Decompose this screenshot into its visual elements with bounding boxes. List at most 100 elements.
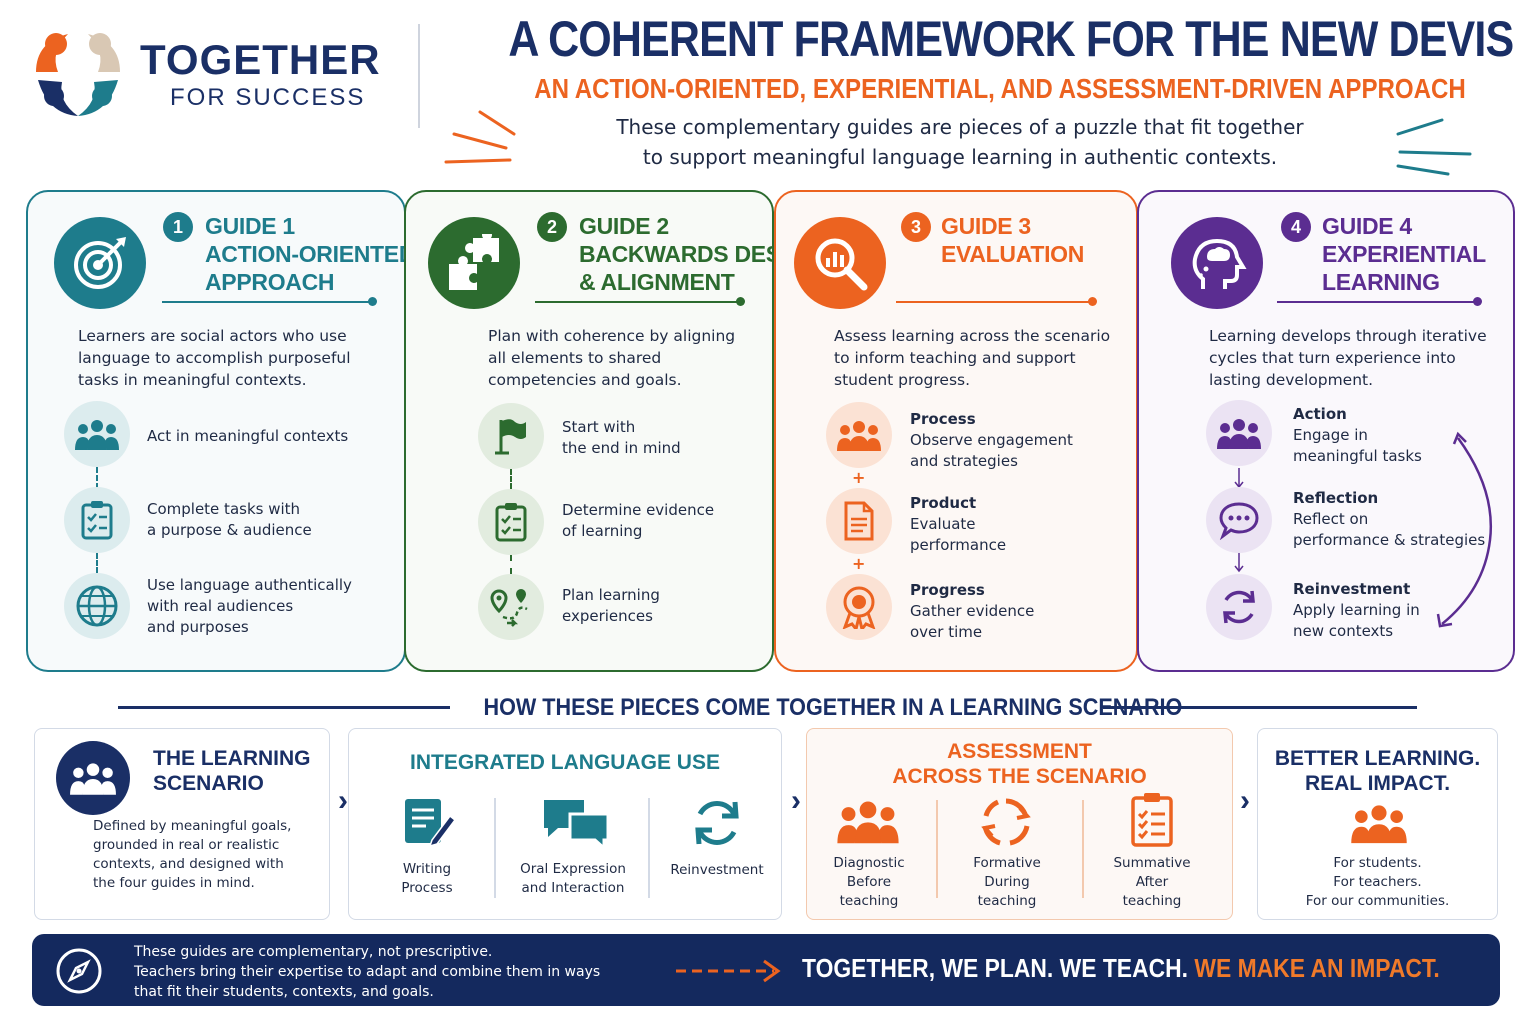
guide-item: Action Engage in meaningful tasks (1293, 404, 1422, 467)
guide-item-line: Act in meaningful contexts (147, 427, 349, 445)
guide-title-line: GUIDE 1 (205, 213, 295, 239)
flag-icon (478, 403, 544, 469)
guide-description-line: lasting development. (1209, 371, 1374, 389)
guide-item-line: Observe engagement (910, 431, 1073, 449)
intro-line: to support meaningful language learning … (642, 145, 1278, 169)
guide-item-line: Complete tasks with (147, 500, 301, 518)
people-icon (1206, 400, 1272, 466)
award-icon (826, 574, 892, 640)
guide-item-line: Apply learning in (1293, 601, 1420, 619)
box-text-line: Formative (973, 855, 1041, 871)
guide-number-badge: 1 (163, 212, 193, 242)
guide-underline-dot (1473, 297, 1482, 306)
document-icon (826, 488, 892, 554)
integrated-item: Reinvestment (664, 861, 770, 880)
guide-title: GUIDE 4 EXPERIENTIAL LEARNING (1322, 212, 1486, 296)
column-divider (1082, 800, 1084, 898)
learning-scenario-title: THE LEARNING SCENARIO (153, 746, 311, 796)
footer-banner: These guides are complementary, not pres… (32, 934, 1500, 1006)
guide-item-line: Reflect on (1293, 510, 1369, 528)
guide-item-line: meaningful tasks (1293, 447, 1422, 465)
accent-strokes-left-icon (444, 110, 516, 164)
speech-bubble-icon (1206, 487, 1272, 553)
header-divider (418, 24, 420, 128)
box-text-line: the four guides in mind. (93, 875, 255, 891)
guide-item: Use language authentically with real aud… (147, 575, 352, 638)
guide-item-heading: Process (910, 410, 976, 428)
logo-people-icon (36, 33, 120, 116)
guide-item-line: with real audiences (147, 597, 294, 615)
guide-item: Product Evaluate performance (910, 493, 1006, 556)
guide-description: Learners are social actors who use langu… (78, 325, 351, 391)
guide-item-heading: Action (1293, 405, 1347, 423)
guide-underline-dot (368, 297, 377, 306)
guide-description-line: cycles that turn experience into (1209, 349, 1456, 367)
box-text-line: During (984, 874, 1030, 890)
intro-line: These complementary guides are pieces of… (616, 115, 1304, 139)
guide-underline (162, 301, 372, 303)
plus-icon: + (852, 554, 866, 573)
box-text-line: teaching (1122, 893, 1182, 909)
guide-item-line: Evaluate (910, 515, 976, 533)
head-thought-icon (1171, 217, 1263, 309)
box-text-line: Process (401, 880, 453, 896)
assessment-item: Summative After teaching (1103, 854, 1201, 911)
logo-word-together: TOGETHER (140, 36, 381, 83)
guide-item: Reflection Reflect on performance & stra… (1293, 488, 1485, 551)
assessment-item: Diagnostic Before teaching (820, 854, 918, 911)
route-icon (478, 574, 544, 640)
guide-description-line: Assess learning across the scenario (834, 327, 1111, 345)
guide-item-line: the end in mind (562, 439, 681, 457)
box-text-line: After (1135, 874, 1169, 890)
guide-item-line: experiences (562, 607, 653, 625)
guide-description-line: Learning develops through iterative (1209, 327, 1487, 345)
guide-title-line: APPROACH (205, 269, 335, 295)
clipboard-icon (64, 487, 130, 553)
guide-title-line: ACTION-ORIENTED (205, 241, 416, 267)
assessment-item: Formative During teaching (958, 854, 1056, 911)
box-title-line: ACROSS THE SCENARIO (892, 765, 1147, 788)
refresh-icon (690, 796, 744, 854)
chevron-right-icon: › (338, 784, 348, 817)
guide-item-line: Engage in (1293, 426, 1368, 444)
guide-underline (535, 301, 740, 303)
impact-title: BETTER LEARNING. REAL IMPACT. (1257, 746, 1498, 796)
plus-icon: + (852, 468, 866, 487)
guide-item-line: Use language authentically (147, 576, 352, 594)
impact-text: For students. For teachers. For our comm… (1257, 854, 1498, 911)
guide-item: Progress Gather evidence over time (910, 580, 1034, 643)
writing-icon (402, 796, 457, 854)
guide-item-line: Start with (562, 418, 636, 436)
puzzle-icon (428, 217, 520, 309)
connector-dash (510, 555, 512, 574)
footer-text-line: Teachers bring their expertise to adapt … (134, 964, 601, 980)
box-text-line: and Interaction (521, 880, 625, 896)
guide-underline-dot (736, 297, 745, 306)
guide-title-line: LEARNING (1322, 269, 1440, 295)
guide-number-badge: 3 (901, 212, 931, 242)
guide-title: GUIDE 3 EVALUATION (941, 212, 1084, 268)
integrated-item: Writing Process (378, 860, 476, 898)
guide-item-heading: Reflection (1293, 489, 1379, 507)
guide-title-line: GUIDE 4 (1322, 213, 1412, 239)
cycle-icon (980, 796, 1032, 852)
guide-item-line: and strategies (910, 452, 1018, 470)
box-title-line: THE LEARNING (153, 747, 311, 770)
footer-slogan-main: TOGETHER, WE PLAN. WE TEACH. (802, 953, 1189, 983)
connector-dash (96, 553, 98, 573)
guide-item-heading: Progress (910, 581, 985, 599)
guide-title-line: EVALUATION (941, 241, 1085, 267)
page-title: A COHERENT FRAMEWORK FOR THE NEW DEVIS (508, 11, 1514, 67)
impact-box (1257, 728, 1498, 920)
learning-scenario-text: Defined by meaningful goals, grounded in… (93, 817, 291, 893)
chat-icon (540, 796, 612, 852)
people-icon (1350, 802, 1408, 848)
people-icon (826, 402, 892, 468)
guide-item: Start with the end in mind (562, 417, 681, 459)
guide-item-line: Plan learning (562, 586, 660, 604)
guide-title: GUIDE 1 ACTION-ORIENTED APPROACH (205, 212, 415, 296)
guide-item-line: Gather evidence (910, 602, 1035, 620)
box-title-line: REAL IMPACT. (1304, 772, 1451, 795)
guide-description-line: competencies and goals. (488, 371, 682, 389)
guide-description-line: language to accomplish purposeful (78, 349, 351, 367)
